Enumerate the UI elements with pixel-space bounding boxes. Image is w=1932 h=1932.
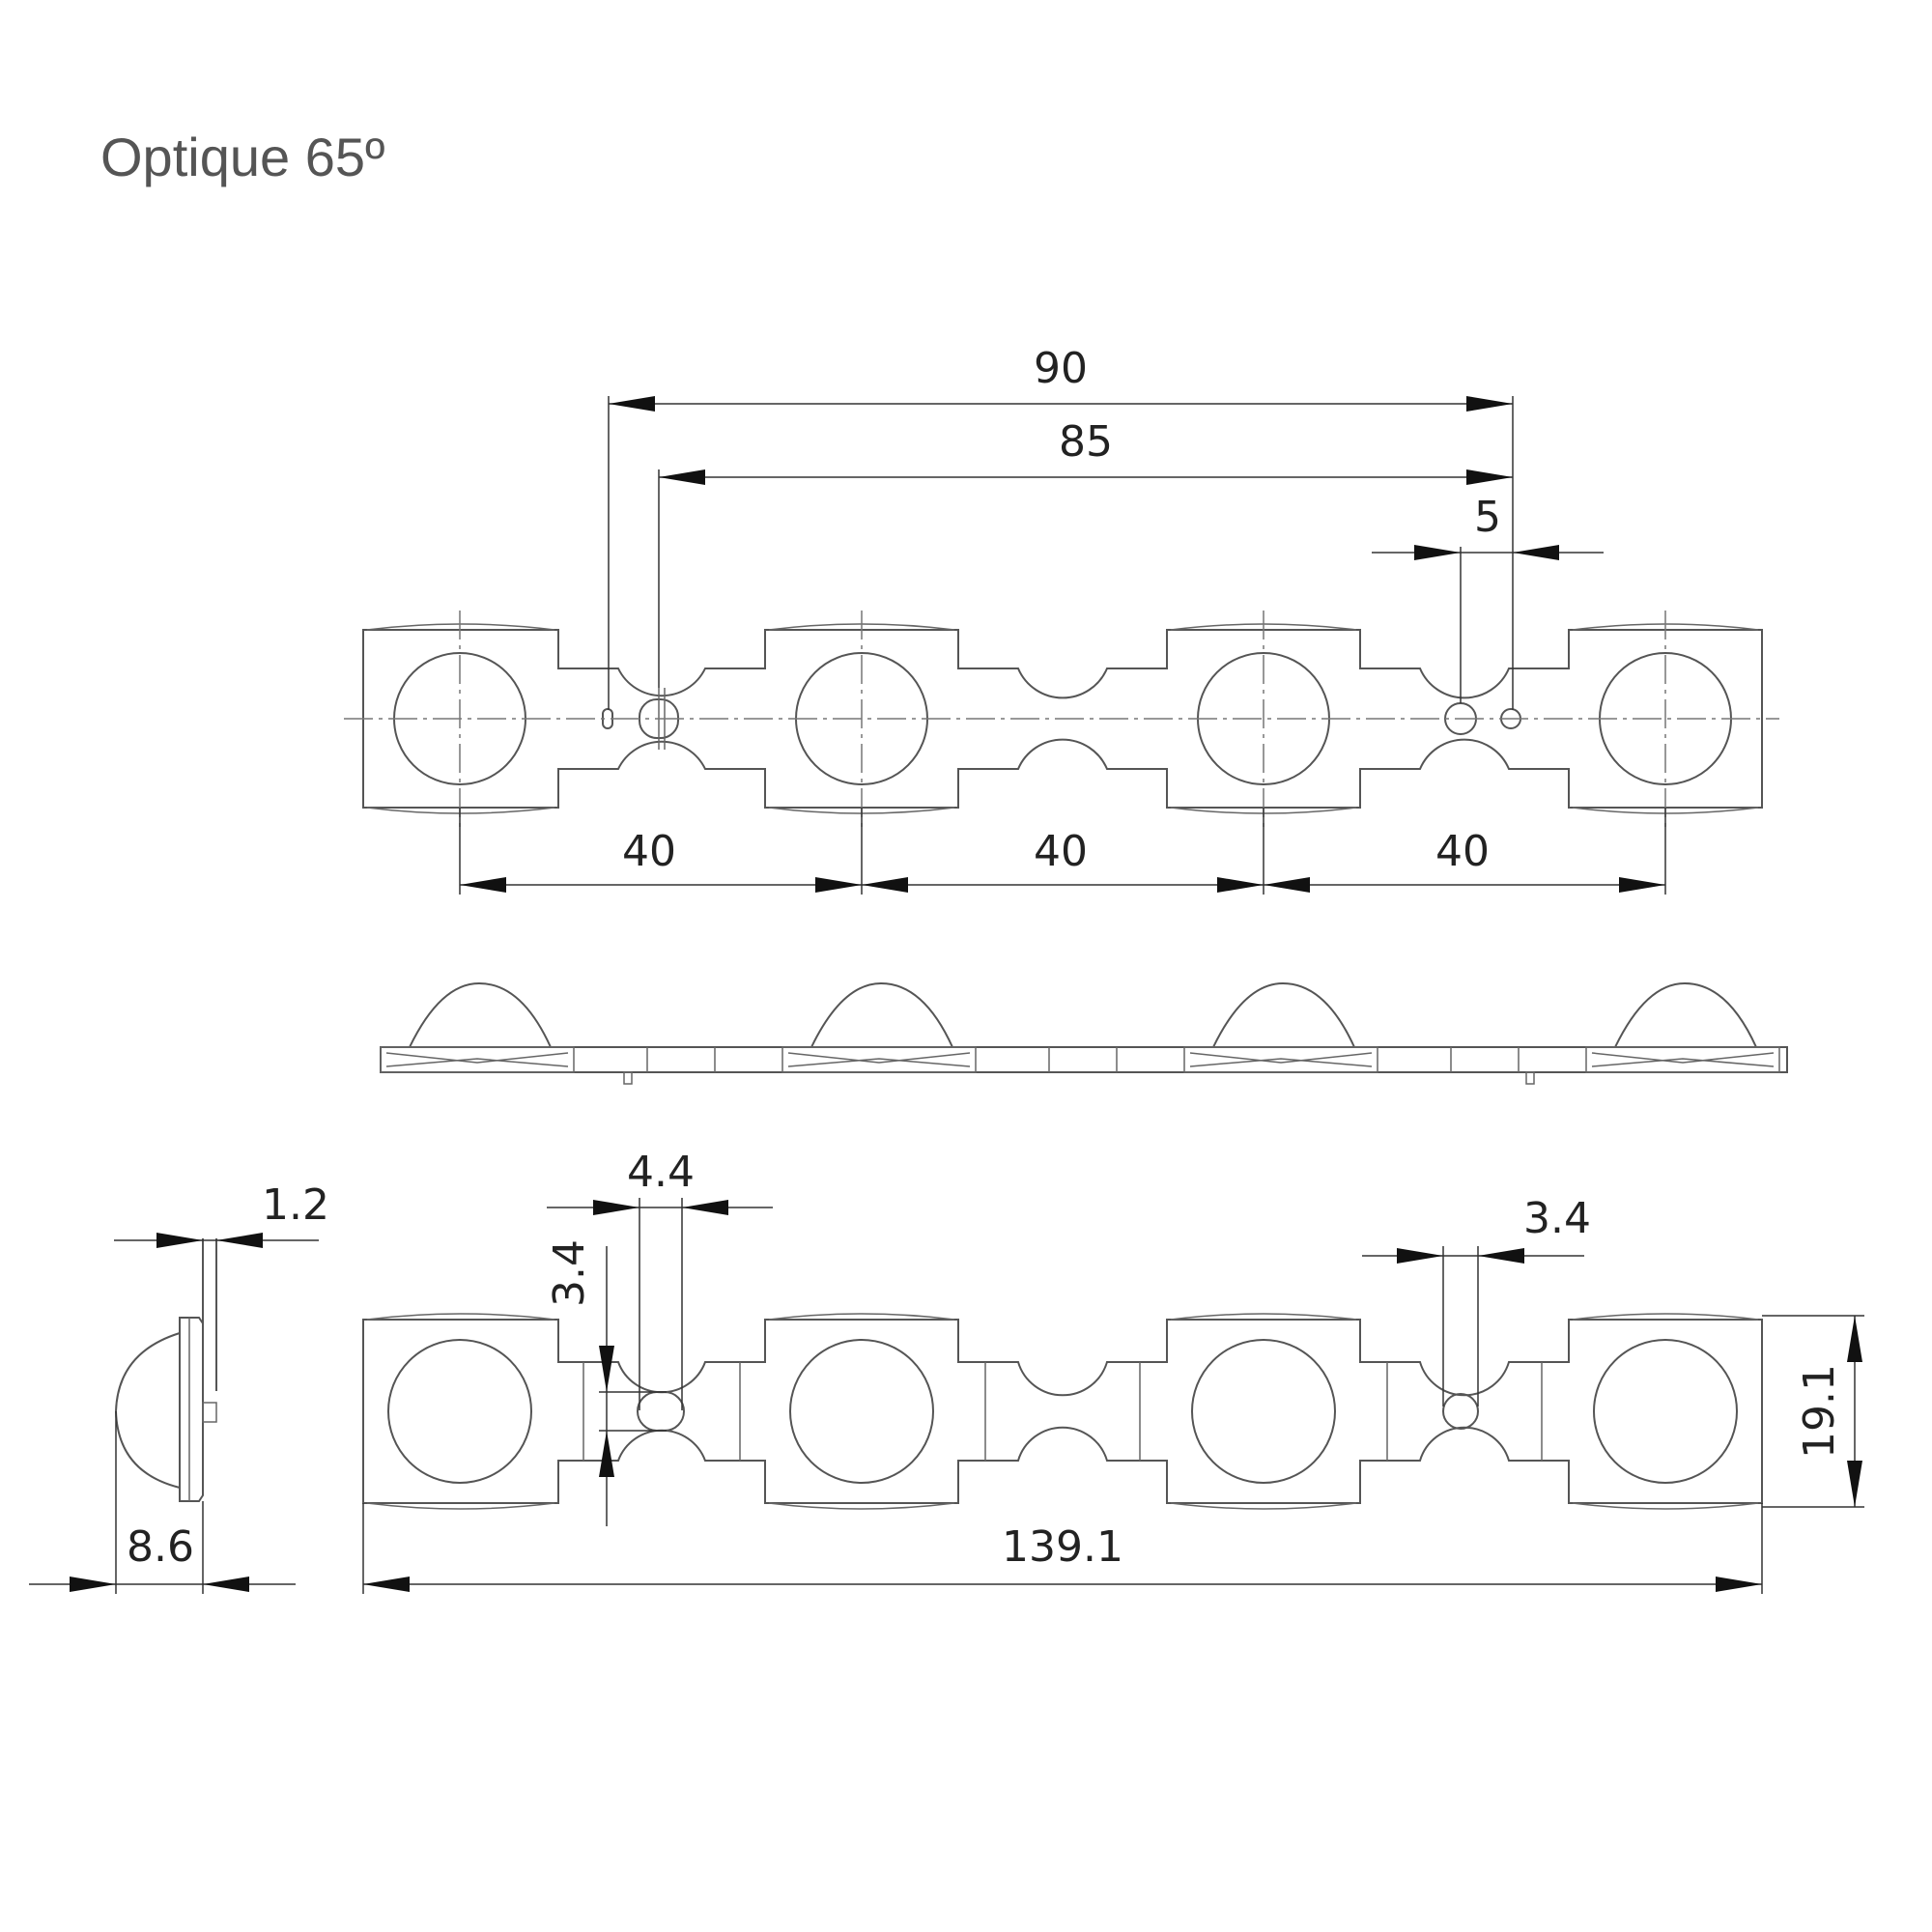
dimension-3-4-horizontal: 3.4: [1362, 1194, 1591, 1406]
oval-hole: [637, 1391, 685, 1432]
dim-label-1-2: 1.2: [262, 1180, 329, 1230]
bottom-view-outline: [362, 1319, 1763, 1504]
bottom-view: [362, 1313, 1763, 1510]
top-view: [344, 611, 1779, 827]
dimension-3-4-vertical: 3.4: [545, 1239, 667, 1526]
dimension-8-6: 8.6: [29, 1411, 296, 1594]
dim-label-40-3: 40: [1435, 827, 1490, 876]
profile-view: [114, 1238, 217, 1502]
dome-1: [409, 981, 552, 1048]
dimension-90: 90: [608, 344, 1514, 710]
dimension-4-4: 4.4: [547, 1148, 773, 1410]
profile-dome: [114, 1332, 181, 1489]
pin-right: [1525, 1071, 1535, 1085]
dim-label-19-1: 19.1: [1795, 1364, 1844, 1459]
dim-label-90: 90: [1034, 344, 1088, 393]
profile-flange: [179, 1317, 204, 1502]
dome-2: [810, 981, 953, 1048]
dim-label-5: 5: [1474, 493, 1501, 542]
top-view-outline: [362, 629, 1763, 809]
drawing-title: Optique 65º: [100, 127, 385, 187]
dimension-5: 5: [1372, 493, 1604, 703]
round-hole-bottom: [1442, 1393, 1479, 1430]
side-view: [380, 981, 1788, 1085]
dimension-40-row: 40 40 40: [459, 808, 1666, 895]
dim-label-85: 85: [1059, 417, 1113, 467]
side-view-base: [380, 1046, 1788, 1073]
dome-3: [1212, 981, 1355, 1048]
dim-label-139-1: 139.1: [1002, 1522, 1123, 1572]
dim-label-8-6: 8.6: [127, 1522, 194, 1572]
dim-label-3-4-horizontal: 3.4: [1523, 1194, 1591, 1243]
pin-left: [623, 1071, 633, 1085]
dim-label-40-2: 40: [1034, 827, 1088, 876]
dim-label-40-1: 40: [622, 827, 676, 876]
dome-4: [1614, 981, 1757, 1048]
dimension-19-1: 19.1: [1762, 1315, 1864, 1508]
dimension-139-1: 139.1: [362, 1503, 1763, 1594]
dimension-85: 85: [658, 417, 1513, 688]
dim-label-4-4: 4.4: [627, 1148, 695, 1197]
dimension-1-2: 1.2: [114, 1180, 329, 1248]
dim-label-3-4-vertical: 3.4: [545, 1239, 594, 1307]
